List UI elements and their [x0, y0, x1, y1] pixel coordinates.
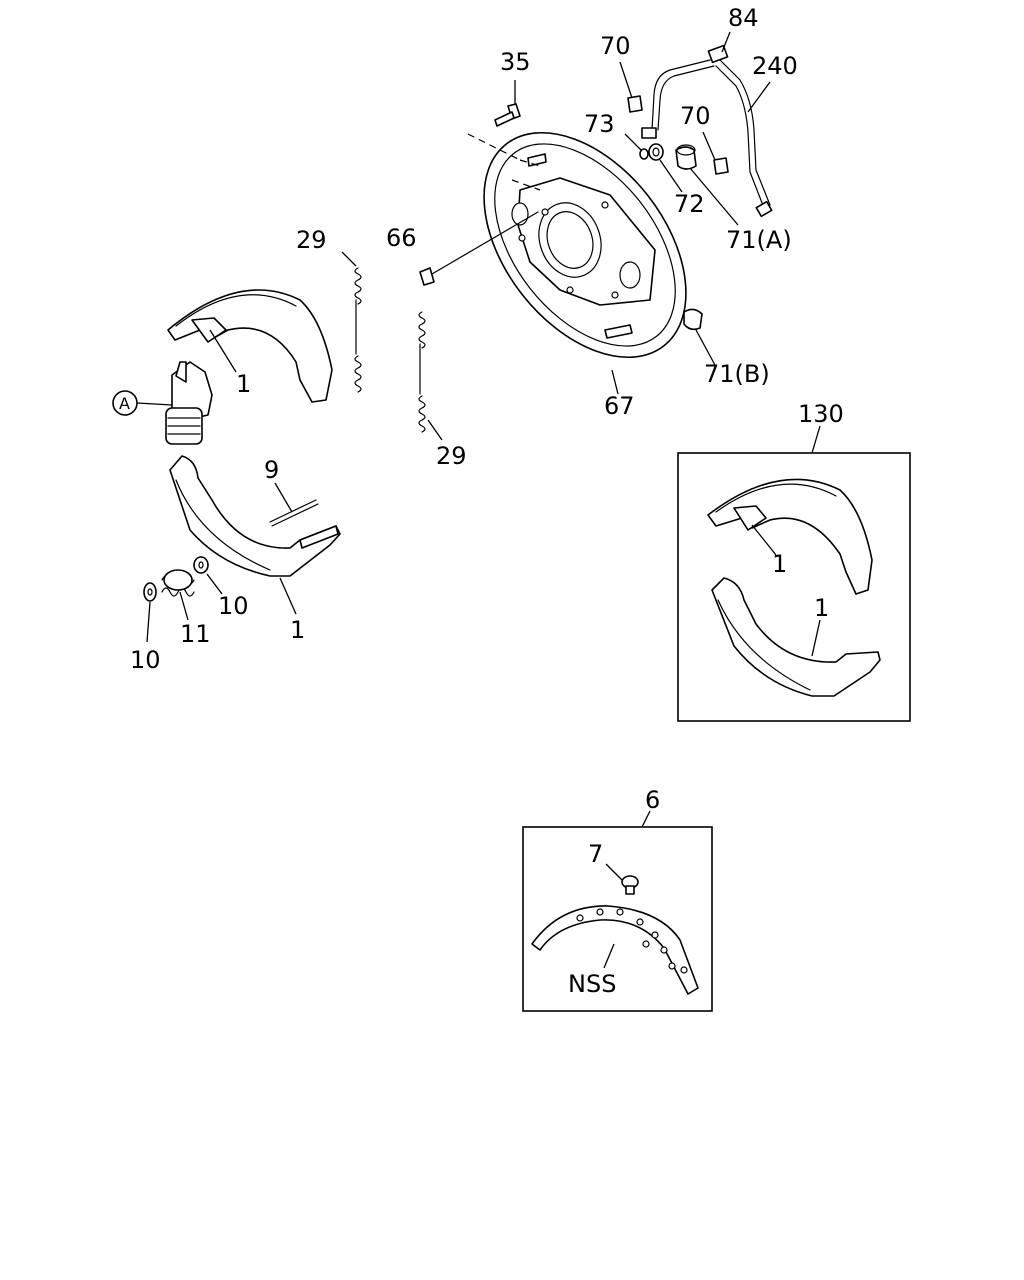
lining-kit-box — [522, 826, 713, 1012]
label-10-right: 10 — [218, 592, 249, 620]
label-7: 7 — [588, 840, 603, 868]
wheel-cylinder — [165, 361, 213, 445]
label-70-upper: 70 — [600, 32, 631, 60]
kit-shoe-lower — [711, 577, 881, 697]
spring-11 — [161, 569, 195, 597]
brake-shoe-upper — [167, 289, 333, 403]
rivet-7 — [621, 875, 639, 895]
label-10-left: 10 — [130, 646, 161, 674]
label-71b: 71(B) — [704, 360, 770, 388]
label-1-kit-upper: 1 — [772, 550, 787, 578]
label-71a: 71(A) — [726, 226, 792, 254]
clip-70-upper — [627, 95, 643, 113]
clip-70-lower — [713, 157, 729, 175]
label-1-lower-shoe: 1 — [290, 616, 305, 644]
label-29-upper: 29 — [296, 226, 327, 254]
bleeder-cap-71a — [675, 144, 697, 170]
kit-shoe-upper — [707, 478, 873, 595]
bolt-66 — [419, 211, 539, 286]
nut-72 — [648, 143, 664, 161]
label-70-lower: 70 — [680, 102, 711, 130]
label-nss: NSS — [568, 970, 616, 998]
shoe-kit-box — [677, 452, 911, 722]
label-67: 67 — [604, 392, 635, 420]
label-130: 130 — [798, 400, 844, 428]
washer-10-left — [143, 582, 157, 602]
label-1-kit-lower: 1 — [814, 594, 829, 622]
label-9: 9 — [264, 456, 279, 484]
backing-plate — [483, 131, 687, 359]
label-240: 240 — [752, 52, 798, 80]
bolt-35-alignment — [467, 133, 541, 191]
washer-73 — [639, 148, 649, 160]
bolt-35 — [494, 103, 521, 127]
label-11: 11 — [180, 620, 211, 648]
brake-lining — [531, 905, 699, 995]
return-spring-upper — [354, 267, 362, 393]
label-84: 84 — [728, 4, 759, 32]
label-72: 72 — [674, 190, 705, 218]
label-1-upper-shoe: 1 — [236, 370, 251, 398]
label-29-lower: 29 — [436, 442, 467, 470]
brake-shoe-lower — [169, 455, 341, 577]
cap-71b — [683, 308, 703, 331]
label-35: 35 — [500, 48, 531, 76]
return-spring-lower — [418, 311, 426, 433]
label-73: 73 — [584, 110, 615, 138]
washer-10-right — [193, 556, 209, 574]
label-a: A — [119, 394, 130, 413]
brake-pipe-240 — [641, 44, 773, 218]
label-6: 6 — [645, 786, 660, 814]
label-66: 66 — [386, 224, 417, 252]
hold-down-pin-9 — [269, 499, 319, 527]
